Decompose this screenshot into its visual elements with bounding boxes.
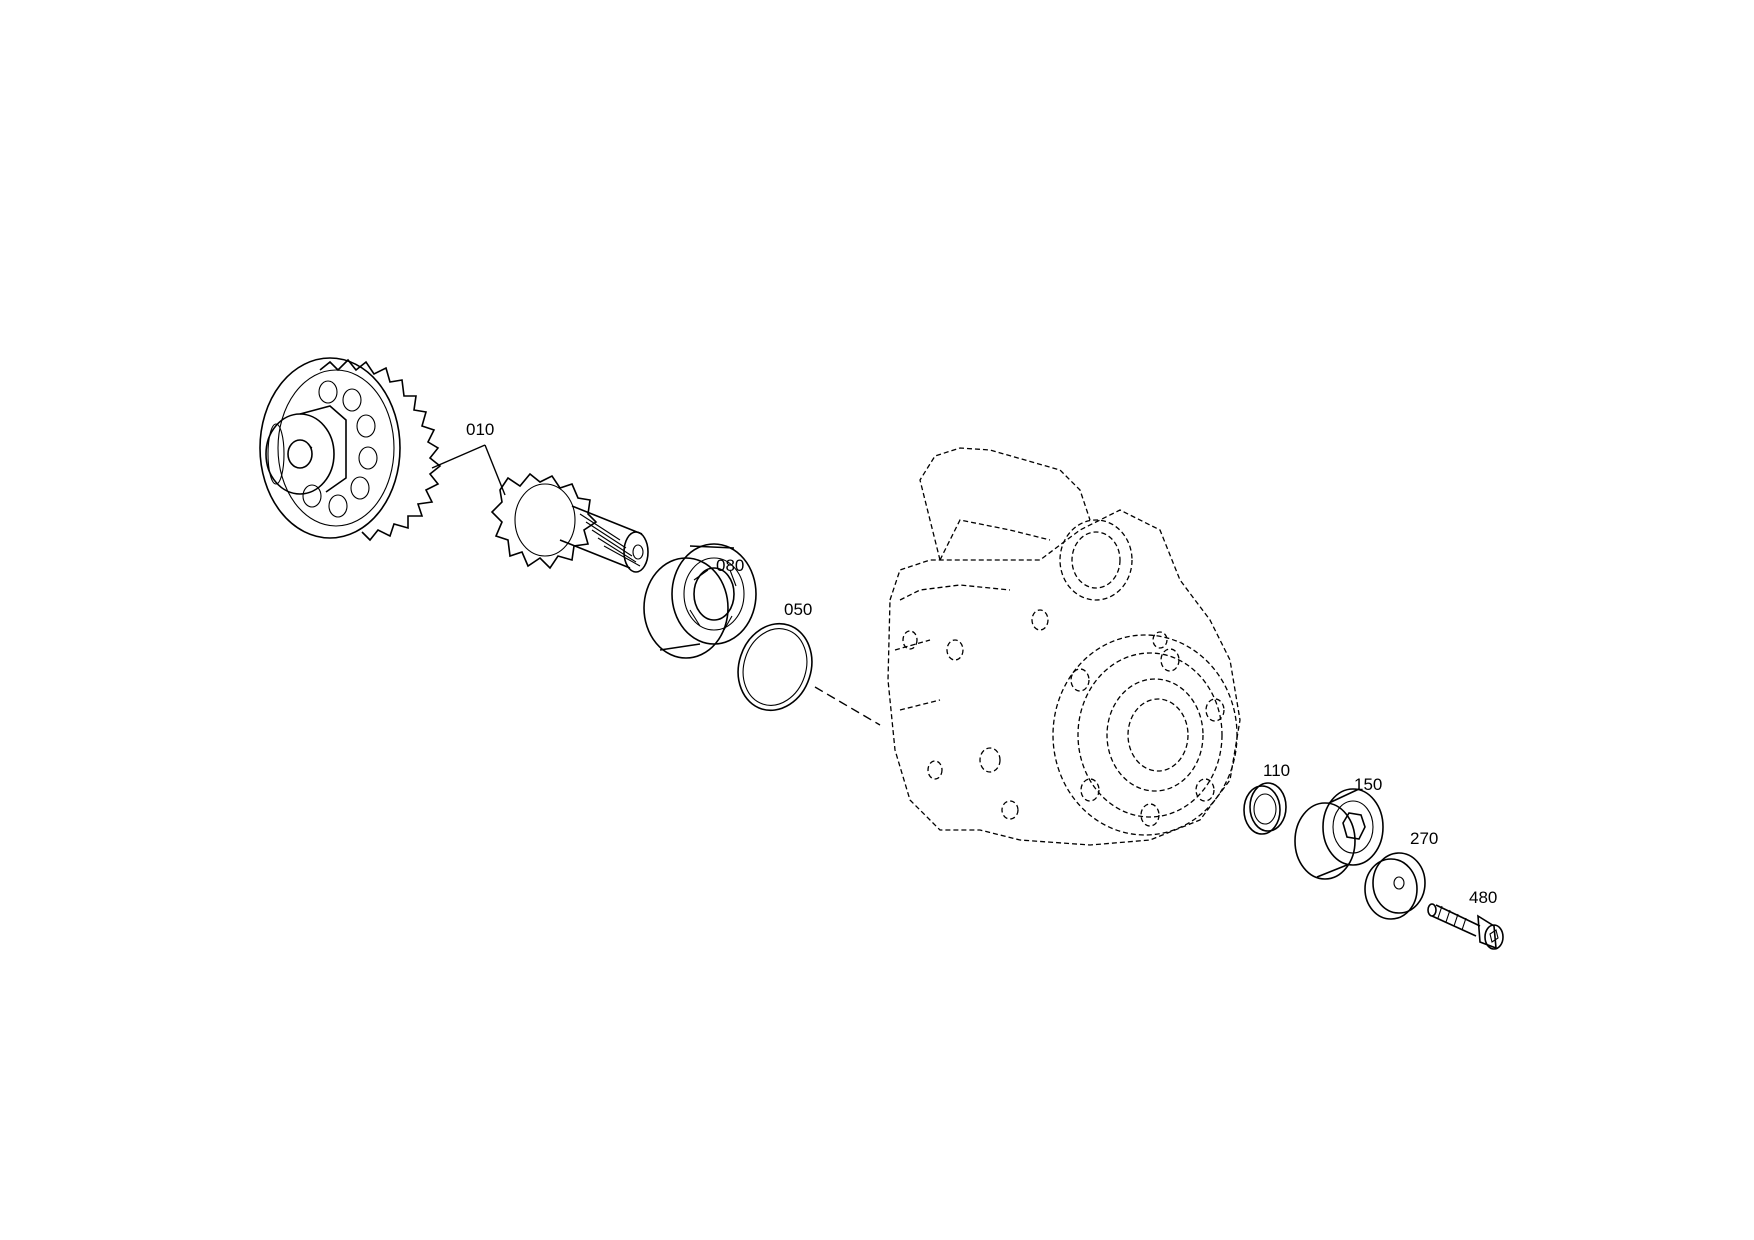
thrust-washer-drawing [1364, 852, 1426, 920]
part-label-270: 270 [1410, 829, 1438, 848]
part-label-080: 080 [716, 556, 744, 575]
roller-bearing-drawing [643, 543, 757, 659]
seal-ring-drawing [1243, 782, 1287, 835]
cap-screw-drawing [1427, 903, 1504, 950]
part-label-150: 150 [1354, 775, 1382, 794]
o-ring-drawing [737, 622, 813, 712]
part-label-010: 010 [466, 420, 494, 439]
axle-housing-drawing [887, 447, 1241, 846]
bevel-gear-drawing [259, 357, 442, 542]
leader-050-housing [814, 686, 881, 726]
taper-bearing-drawing [1294, 788, 1384, 880]
part-labels: 010 080 050 110 150 270 480 [466, 420, 1497, 907]
part-label-110: 110 [1263, 761, 1290, 780]
part-label-050: 050 [784, 600, 812, 619]
part-label-480: 480 [1469, 888, 1497, 907]
leader-lines [431, 444, 881, 726]
leader-010-pinion [484, 444, 506, 496]
pinion-shaft-drawing [490, 472, 649, 573]
leader-010-gear [431, 444, 486, 469]
